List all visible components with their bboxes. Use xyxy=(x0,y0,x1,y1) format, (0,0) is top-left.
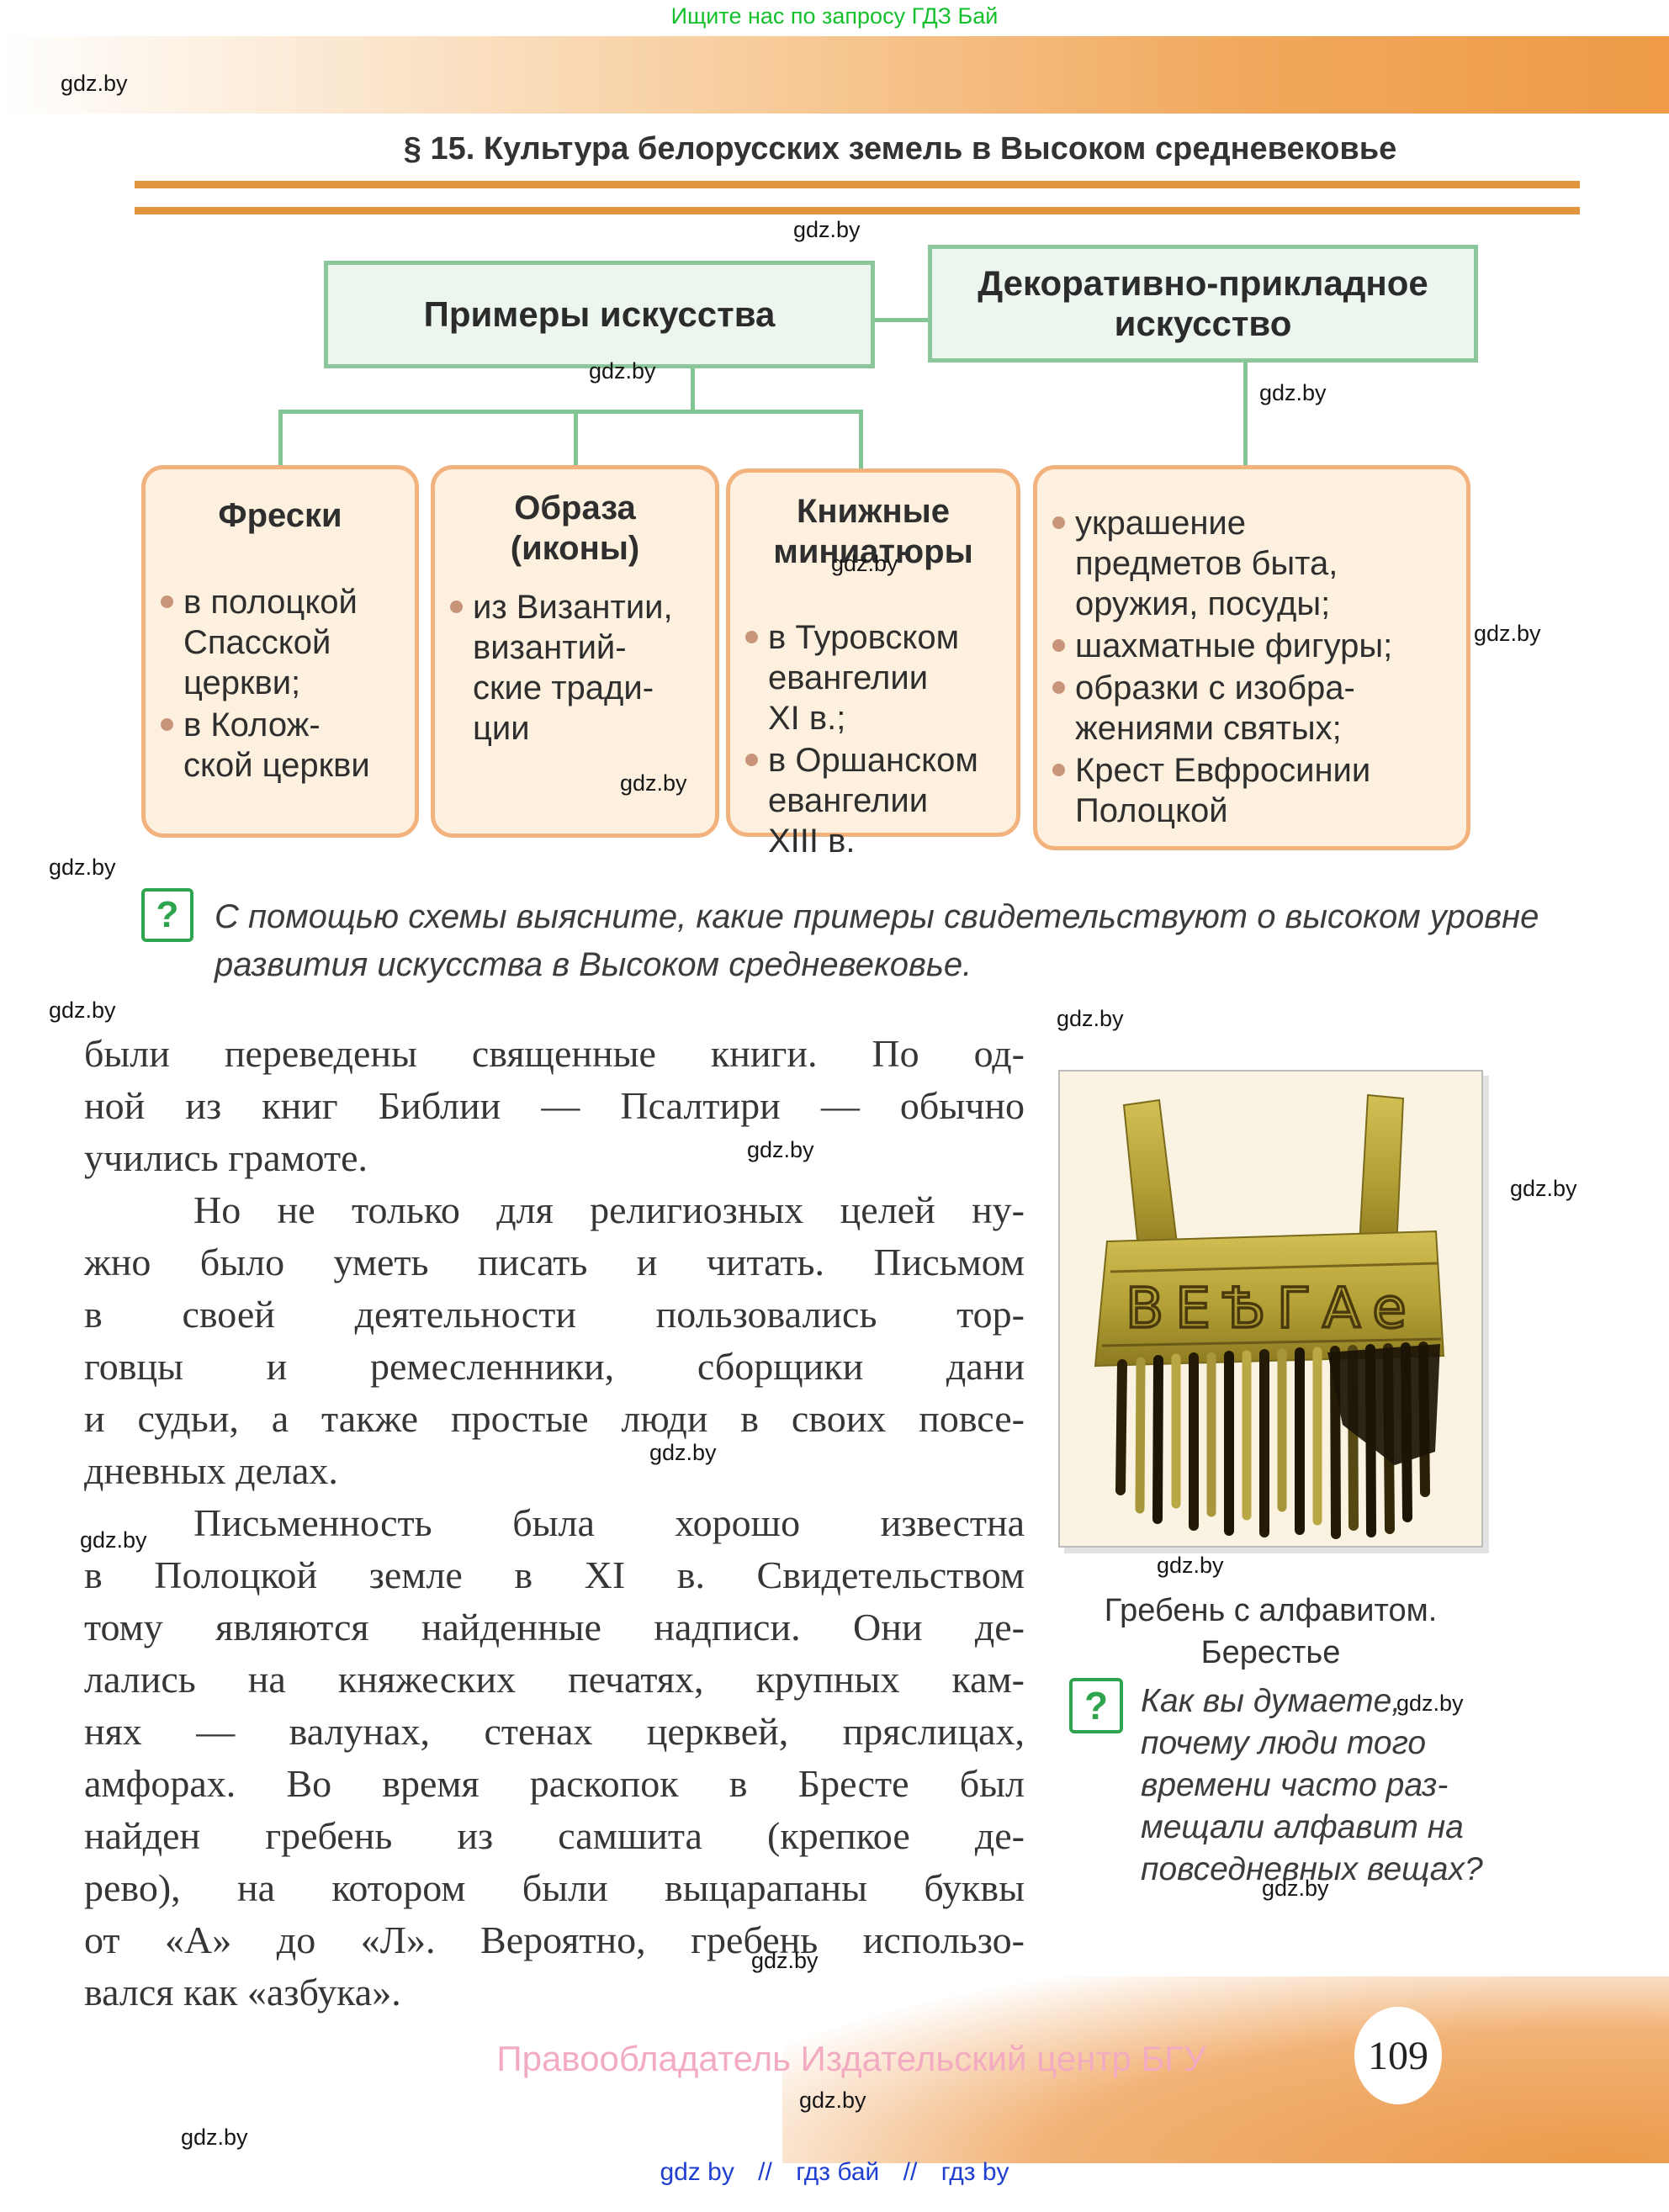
gdz-watermark: gdz.by xyxy=(181,2125,248,2150)
comb-carved-letters: ВЕѢГАе xyxy=(1126,1276,1418,1341)
diagram-box-examples-label: Примеры искусства xyxy=(423,294,776,334)
diagram-box-examples: Примеры искусства xyxy=(324,261,875,368)
page-title: § 15. Культура белорусских земель в Высо… xyxy=(403,131,1397,167)
link-separator: // xyxy=(758,2158,772,2186)
list-item: в Колож-ской церкви xyxy=(161,705,400,786)
bullet-icon xyxy=(1052,639,1065,652)
comb-photo: ВЕѢГАе xyxy=(1058,1070,1483,1548)
question-mark-glyph: ? xyxy=(1084,1684,1109,1728)
gdz-watermark: gdz.by xyxy=(1510,1176,1577,1201)
footer-link[interactable]: гдз by xyxy=(940,2158,1009,2186)
bullet-icon xyxy=(1052,516,1065,529)
connector-decorative-down xyxy=(1243,354,1248,468)
gdz-watermark: gdz.by xyxy=(1396,1691,1464,1716)
gdz-watermark: gdz.by xyxy=(80,1527,147,1553)
icons-title: Образа(иконы) xyxy=(510,489,640,567)
figure-caption: Гребень с алфавитом.Берестье xyxy=(1104,1593,1438,1670)
task1-text: С помощью схемы выясните, какие примеры … xyxy=(215,898,1539,983)
gdz-watermark: gdz.by xyxy=(589,358,656,384)
frescoes-title: Фрески xyxy=(218,497,342,534)
decorative-item-2: шахматные фигуры; xyxy=(1075,627,1393,664)
connector-examples-down xyxy=(691,360,695,412)
gdz-watermark: gdz.by xyxy=(1474,621,1541,646)
question-mark-glyph: ? xyxy=(156,894,179,935)
gdz-watermark: gdz.by xyxy=(1259,380,1327,405)
bullet-icon xyxy=(1052,681,1065,694)
gdz-watermark: gdz.by xyxy=(1157,1553,1224,1578)
gdz-watermark: gdz.by xyxy=(1262,1876,1329,1901)
footer-gradient xyxy=(782,1977,1669,2163)
page-number-badge: 109 xyxy=(1354,2007,1442,2104)
gdz-watermark: gdz.by xyxy=(49,855,116,880)
connector-stub-miniatures xyxy=(859,410,863,468)
gdz-watermark: gdz.by xyxy=(751,1948,819,1973)
diagram-box-icons: Образа(иконы) из Византии,византий-ские … xyxy=(431,465,719,838)
gdz-watermark: gdz.by xyxy=(793,217,861,242)
icons-item-1: из Византии,византий-ские тради-ции xyxy=(473,589,673,747)
link-separator: // xyxy=(903,2158,918,2186)
footer-link[interactable]: gdz by xyxy=(660,2158,734,2186)
paragraph: Но не только для религиозных целей ну-жн… xyxy=(84,1188,1025,1492)
gdz-watermark: gdz.by xyxy=(49,998,116,1023)
list-item: из Византии,византий-ские тради-ции xyxy=(450,587,700,749)
list-item: образки с изобра-жениями святых; xyxy=(1052,668,1451,749)
copyright-line: Правообладатель Издательский центр БГУ xyxy=(496,2039,1206,2078)
connector-stub-icons xyxy=(574,410,578,468)
connector-branch xyxy=(278,410,863,414)
bullet-icon xyxy=(161,595,173,608)
footer-links: gdz by // гдз бай // гдз by xyxy=(0,2158,1669,2187)
bullet-icon xyxy=(161,718,173,731)
page-number: 109 xyxy=(1368,2033,1428,2078)
gdz-watermark: gdz.by xyxy=(620,770,687,796)
question-mark-icon: ? xyxy=(1069,1678,1123,1733)
gdz-watermark: gdz.by xyxy=(831,551,898,576)
bullet-icon xyxy=(450,601,463,613)
gdz-watermark: gdz.by xyxy=(61,71,128,96)
paragraph: были переведены священные книги. По од-н… xyxy=(84,1032,1025,1179)
decorative-item-3: образки с изобра-жениями святых; xyxy=(1075,669,1355,747)
bullet-icon xyxy=(745,631,758,643)
connector-examples-decorative xyxy=(866,318,930,322)
comb-illustration: ВЕѢГАе xyxy=(1060,1072,1481,1546)
gdz-watermark: gdz.by xyxy=(1057,1006,1124,1031)
question-mark-icon: ? xyxy=(141,888,193,942)
footer-link[interactable]: гдз бай xyxy=(796,2158,880,2186)
title-divider xyxy=(135,181,1580,214)
fresco-item-2: в Колож-ской церкви xyxy=(183,706,370,784)
gdz-watermark: gdz.by xyxy=(747,1137,814,1162)
gdz-watermark: gdz.by xyxy=(799,2088,866,2113)
bullet-icon xyxy=(745,754,758,766)
list-item: шахматные фигуры; xyxy=(1052,626,1451,666)
promo-banner: Ищите нас по запросу ГДЗ Бай xyxy=(670,3,999,29)
connector-stub-fresco xyxy=(278,410,283,468)
header-gradient-bar xyxy=(0,36,1669,114)
article-text: были переведены священные книги. По од-н… xyxy=(84,1028,1025,2019)
gdz-watermark: gdz.by xyxy=(649,1440,717,1465)
bullet-icon xyxy=(1052,764,1065,776)
